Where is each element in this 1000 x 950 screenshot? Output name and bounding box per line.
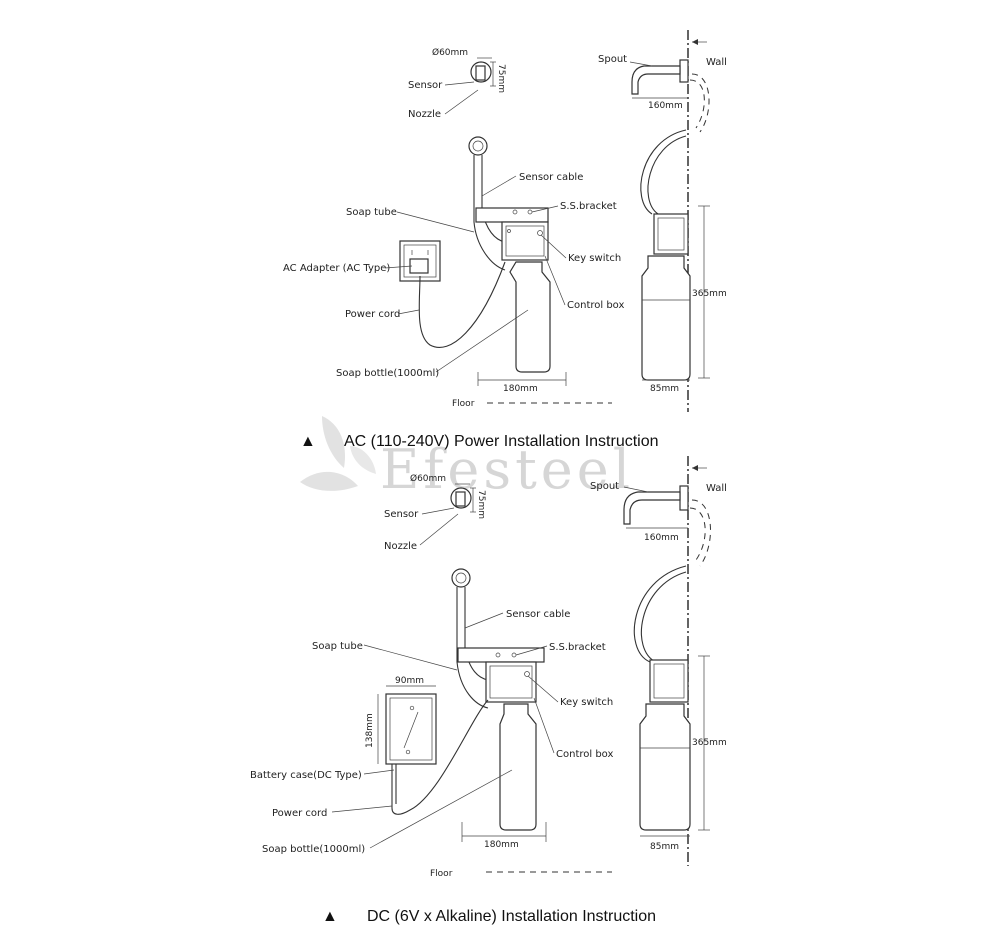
dispenser-side-view: Wall Spout 160mm 365mm — [598, 30, 727, 412]
floor-label: Floor — [452, 399, 475, 409]
sensor-label-dc: Sensor — [384, 509, 419, 520]
panel-dc: Ø60mm 75mm Sensor Nozzle — [250, 456, 727, 925]
floor-label-dc: Floor — [430, 869, 453, 879]
sensor-diameter-label: Ø60mm — [432, 47, 468, 58]
dispenser-front-view: Sensor cable Soap tube S.S.bracket Key s… — [283, 136, 624, 409]
key-switch-label-dc: Key switch — [560, 697, 613, 708]
spout-length-label-dc: 160mm — [644, 533, 679, 543]
sensor-height-label-dc: 75mm — [476, 490, 486, 519]
width-180-label-dc: 180mm — [484, 840, 519, 850]
bracket-label: S.S.bracket — [560, 201, 617, 212]
battery-height-label: 138mm — [365, 713, 375, 748]
height-365-label: 365mm — [692, 289, 727, 299]
sensor-height-label: 75mm — [496, 64, 506, 93]
width-180-label: 180mm — [503, 384, 538, 394]
dispenser-side-view-dc: Wall Spout 160mm 365mm — [590, 456, 727, 866]
sensor-cable-label-dc: Sensor cable — [506, 609, 570, 620]
sensor-label: Sensor — [408, 80, 443, 91]
power-cord-label: Power cord — [345, 309, 400, 320]
bracket-label-dc: S.S.bracket — [549, 642, 606, 653]
wall-label-dc: Wall — [706, 483, 727, 494]
soap-bottle-label-dc: Soap bottle(1000ml) — [262, 844, 365, 855]
spout-label-dc: Spout — [590, 481, 619, 492]
caption-dc: DC (6V x Alkaline) Installation Instruct… — [367, 908, 656, 925]
caption-ac-marker: ▲ — [300, 433, 316, 450]
soap-bottle-label: Soap bottle(1000ml) — [336, 368, 439, 379]
watermark-text: Efesteel — [380, 438, 634, 501]
caption-ac: AC (110-240V) Power Installation Instruc… — [344, 433, 659, 450]
sensor-detail: Ø60mm 75mm Sensor Nozzle — [408, 47, 506, 120]
power-source-label-dc: Battery case(DC Type) — [250, 770, 362, 781]
sensor-detail-dc: Ø60mm 75mm Sensor Nozzle — [384, 473, 486, 552]
soap-tube-label: Soap tube — [346, 207, 397, 218]
dispenser-front-view-dc: 90mm 138mm Sensor cable Soap tube S.S.br… — [250, 568, 613, 879]
soap-tube-label-dc: Soap tube — [312, 641, 363, 652]
watermark: Efesteel — [300, 416, 634, 501]
power-cord-label-dc: Power cord — [272, 808, 327, 819]
width-85-label: 85mm — [650, 384, 679, 394]
nozzle-label-dc: Nozzle — [384, 541, 417, 552]
height-365-label-dc: 365mm — [692, 738, 727, 748]
spout-length-label: 160mm — [648, 101, 683, 111]
wall-label: Wall — [706, 57, 727, 68]
battery-width-label: 90mm — [395, 676, 424, 686]
power-source-label: AC Adapter (AC Type) — [283, 263, 390, 274]
panel-ac: Ø60mm 75mm Sensor Nozzle — [283, 30, 727, 450]
sensor-diameter-label-dc: Ø60mm — [410, 473, 446, 484]
control-box-label-dc: Control box — [556, 749, 613, 760]
nozzle-label: Nozzle — [408, 109, 441, 120]
width-85-label-dc: 85mm — [650, 842, 679, 852]
control-box-label: Control box — [567, 300, 624, 311]
key-switch-label: Key switch — [568, 253, 621, 264]
sensor-cable-label: Sensor cable — [519, 172, 583, 183]
caption-dc-marker: ▲ — [322, 908, 338, 925]
spout-label: Spout — [598, 54, 627, 65]
